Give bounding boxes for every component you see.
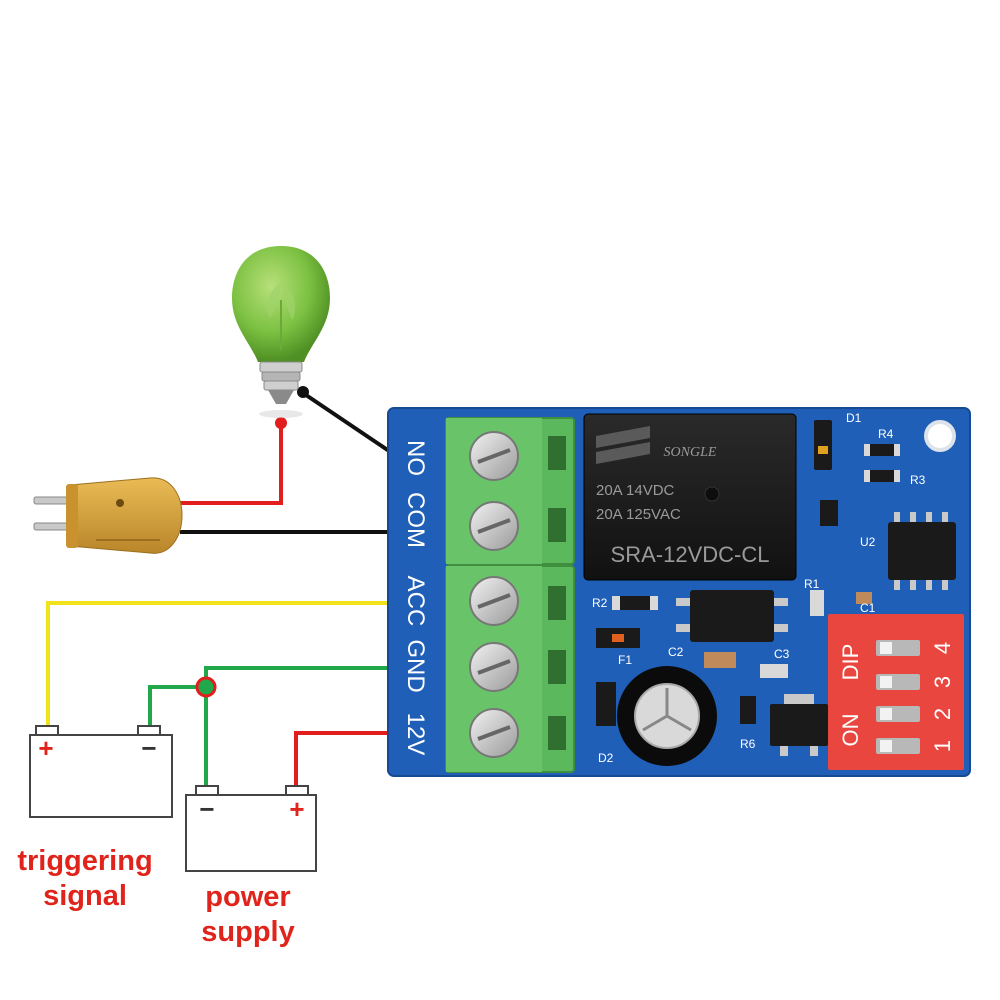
caption-triggering-signal: triggering signal [10, 844, 160, 914]
optocoupler [676, 590, 788, 642]
wire-12v-to-power-plus [294, 731, 395, 790]
relay-rating-1: 20A 14VDC [596, 482, 675, 499]
relay: SONGLE 20A 14VDC 20A 125VAC SRA-12VDC-CL [583, 413, 797, 581]
voltage-regulator [770, 694, 828, 756]
terminal-label-12v: 12V [402, 713, 429, 756]
dip-number-1: 1 [930, 740, 955, 752]
dip-number-4: 4 [930, 642, 955, 654]
electrolytic-capacitor [617, 666, 717, 766]
terminal-screw-gnd [469, 642, 519, 692]
dip-switch[interactable]: DIP ON 4 3 2 1 [828, 614, 964, 770]
dip-number-2: 2 [930, 708, 955, 720]
wire-junction-bulb-black [297, 386, 309, 398]
dip-number-3: 3 [930, 676, 955, 688]
pcb-label-c2: C2 [668, 645, 684, 659]
terminal-label-no: NO [402, 440, 429, 476]
dip-switch-4[interactable] [876, 640, 920, 656]
pcb-label-c3: C3 [774, 647, 790, 661]
wires [46, 386, 397, 790]
pcb-label-c1: C1 [860, 601, 876, 615]
dip-switch-3[interactable] [876, 674, 920, 690]
caption-power-supply: power supply [196, 880, 300, 950]
power-plug-icon [33, 477, 183, 554]
relay-brand: SONGLE [664, 445, 717, 460]
caption-power-line-2: supply [201, 916, 295, 948]
ic-u2 [888, 512, 956, 590]
pcb-label-d1: D1 [846, 411, 862, 425]
relay-model: SRA-12VDC-CL [611, 542, 770, 567]
dip-switch-1[interactable] [876, 738, 920, 754]
pcb-label-u2: U2 [860, 535, 876, 549]
pcb-label-r6: R6 [740, 737, 756, 751]
pcb-label-r4: R4 [878, 427, 894, 441]
caption-triggering-line-2: signal [43, 880, 127, 912]
wire-acc-to-trigger-plus [46, 601, 395, 733]
battery-power-minus: − [199, 794, 214, 824]
pcb-label-r3: R3 [910, 473, 926, 487]
pcb-label-d2: D2 [598, 751, 614, 765]
terminal-label-gnd: GND [402, 639, 429, 692]
terminal-screw-com [469, 501, 519, 551]
wire-bulb-to-plug [180, 424, 283, 505]
terminal-label-com: COM [402, 492, 429, 548]
pcb-label-r2: R2 [592, 596, 608, 610]
terminal-screw-12v [469, 708, 519, 758]
terminal-screw-acc [469, 576, 519, 626]
light-bulb-icon [232, 246, 330, 418]
caption-triggering-line-1: triggering [17, 845, 153, 877]
terminal-screw-no [469, 431, 519, 481]
pcb-silkscreen: D1 R4 R3 U2 R1 C1 R2 F1 C2 C3 D2 R6 [592, 411, 926, 765]
wire-junction-gnd [195, 676, 217, 698]
wire-gnd-to-trigger-minus [148, 685, 206, 733]
wire-junction-bulb-red [275, 417, 287, 429]
mounting-hole [924, 420, 956, 452]
battery-trigger-plus: + [38, 733, 53, 763]
wire-bulb-to-no [301, 391, 397, 457]
battery-icon-power: − + [185, 785, 317, 872]
terminal-label-acc: ACC [402, 576, 429, 627]
pcb-label-r1: R1 [804, 577, 820, 591]
relay-rating-2: 20A 125VAC [596, 506, 681, 523]
battery-icon-trigger: + − [29, 725, 173, 818]
relay-module-board: NO COM ACC GND 12V SONGLE [387, 407, 971, 777]
dip-on-label: ON [838, 714, 863, 747]
dip-switch-2[interactable] [876, 706, 920, 722]
wire-gnd [204, 666, 395, 685]
battery-trigger-minus: − [141, 733, 156, 763]
caption-power-line-1: power [205, 881, 291, 913]
dip-label: DIP [838, 644, 863, 681]
battery-power-plus: + [289, 794, 304, 824]
pcb-label-f1: F1 [618, 653, 632, 667]
smd-components [596, 420, 900, 726]
